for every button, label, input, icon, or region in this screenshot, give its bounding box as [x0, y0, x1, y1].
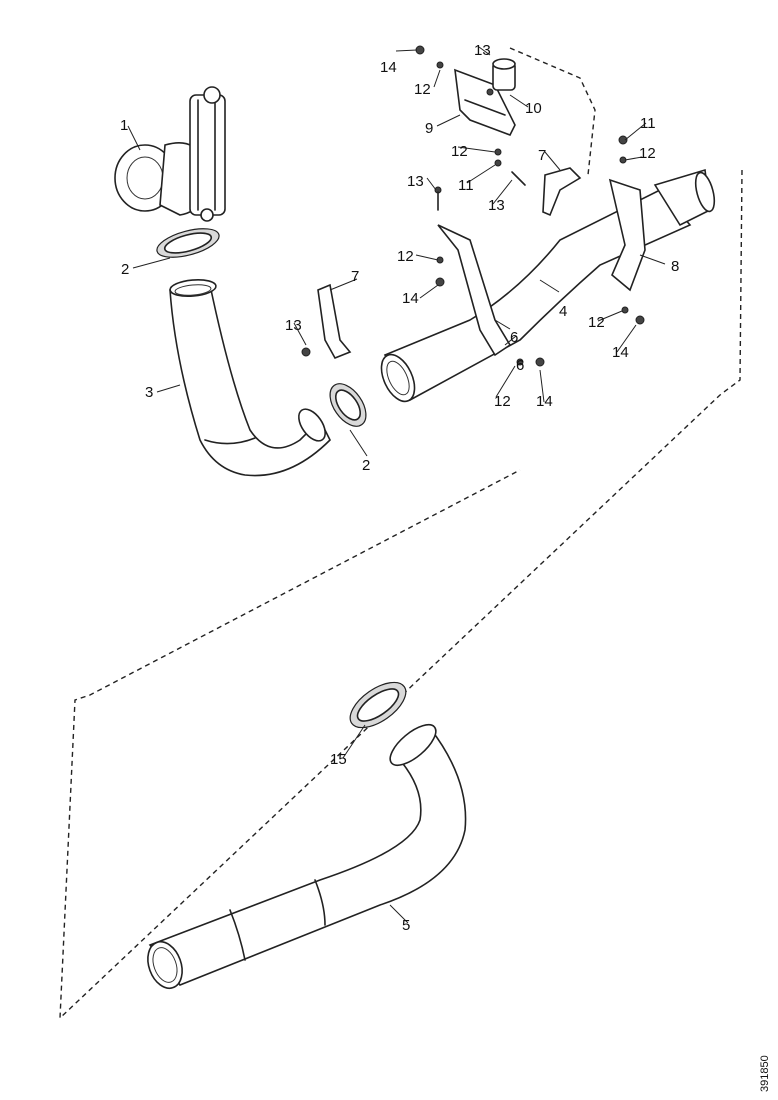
- callout-1: 1: [120, 117, 128, 134]
- hanger-8: [608, 178, 646, 292]
- callout-10: 10: [525, 100, 542, 117]
- rubber-mount-10: [492, 58, 516, 91]
- callout-13: 13: [488, 197, 505, 214]
- callout-5: 5: [402, 917, 410, 934]
- dashed-frame: [59, 47, 743, 1020]
- callout-15: 15: [330, 751, 347, 768]
- callout-2: 2: [362, 457, 370, 474]
- callout-13: 13: [474, 42, 491, 59]
- clamp-7-right: [542, 167, 582, 217]
- callout-12: 12: [397, 248, 414, 265]
- clamp-7-left: [317, 283, 352, 360]
- vband-clamp-upper: [156, 228, 220, 258]
- callout-12: 12: [414, 81, 431, 98]
- callout-7: 7: [538, 147, 546, 164]
- callout-11: 11: [640, 115, 656, 132]
- drawing-number: 391850: [759, 1055, 771, 1092]
- front-pipe: [380, 168, 716, 403]
- leader-lines: [127, 46, 666, 924]
- callout-8: 8: [671, 258, 679, 275]
- callout-6: 6: [516, 357, 524, 374]
- callout-9: 9: [425, 120, 433, 137]
- callout-3: 3: [145, 384, 153, 401]
- callout-12: 12: [451, 143, 468, 160]
- bent-pipe: [169, 278, 331, 477]
- callout-13: 13: [285, 317, 302, 334]
- callout-11: 11: [458, 177, 474, 194]
- callout-14: 14: [380, 59, 397, 76]
- tail-pipe: [147, 723, 467, 990]
- hanger-6: [437, 224, 512, 357]
- callout-7: 7: [351, 268, 359, 285]
- vband-clamp-lower: [329, 383, 367, 427]
- callout-12: 12: [494, 393, 511, 410]
- callout-12: 12: [588, 314, 605, 331]
- callout-2: 2: [121, 261, 129, 278]
- fasteners: [301, 45, 645, 367]
- callout-14: 14: [402, 290, 419, 307]
- callout-14: 14: [612, 344, 629, 361]
- clamp-15: [349, 681, 407, 729]
- callout-12: 12: [639, 145, 656, 162]
- callout-4: 4: [559, 303, 567, 320]
- callout-14: 14: [536, 393, 553, 410]
- turbocharger: [114, 86, 226, 222]
- callout-13: 13: [407, 173, 424, 190]
- callout-6: 6: [510, 329, 518, 346]
